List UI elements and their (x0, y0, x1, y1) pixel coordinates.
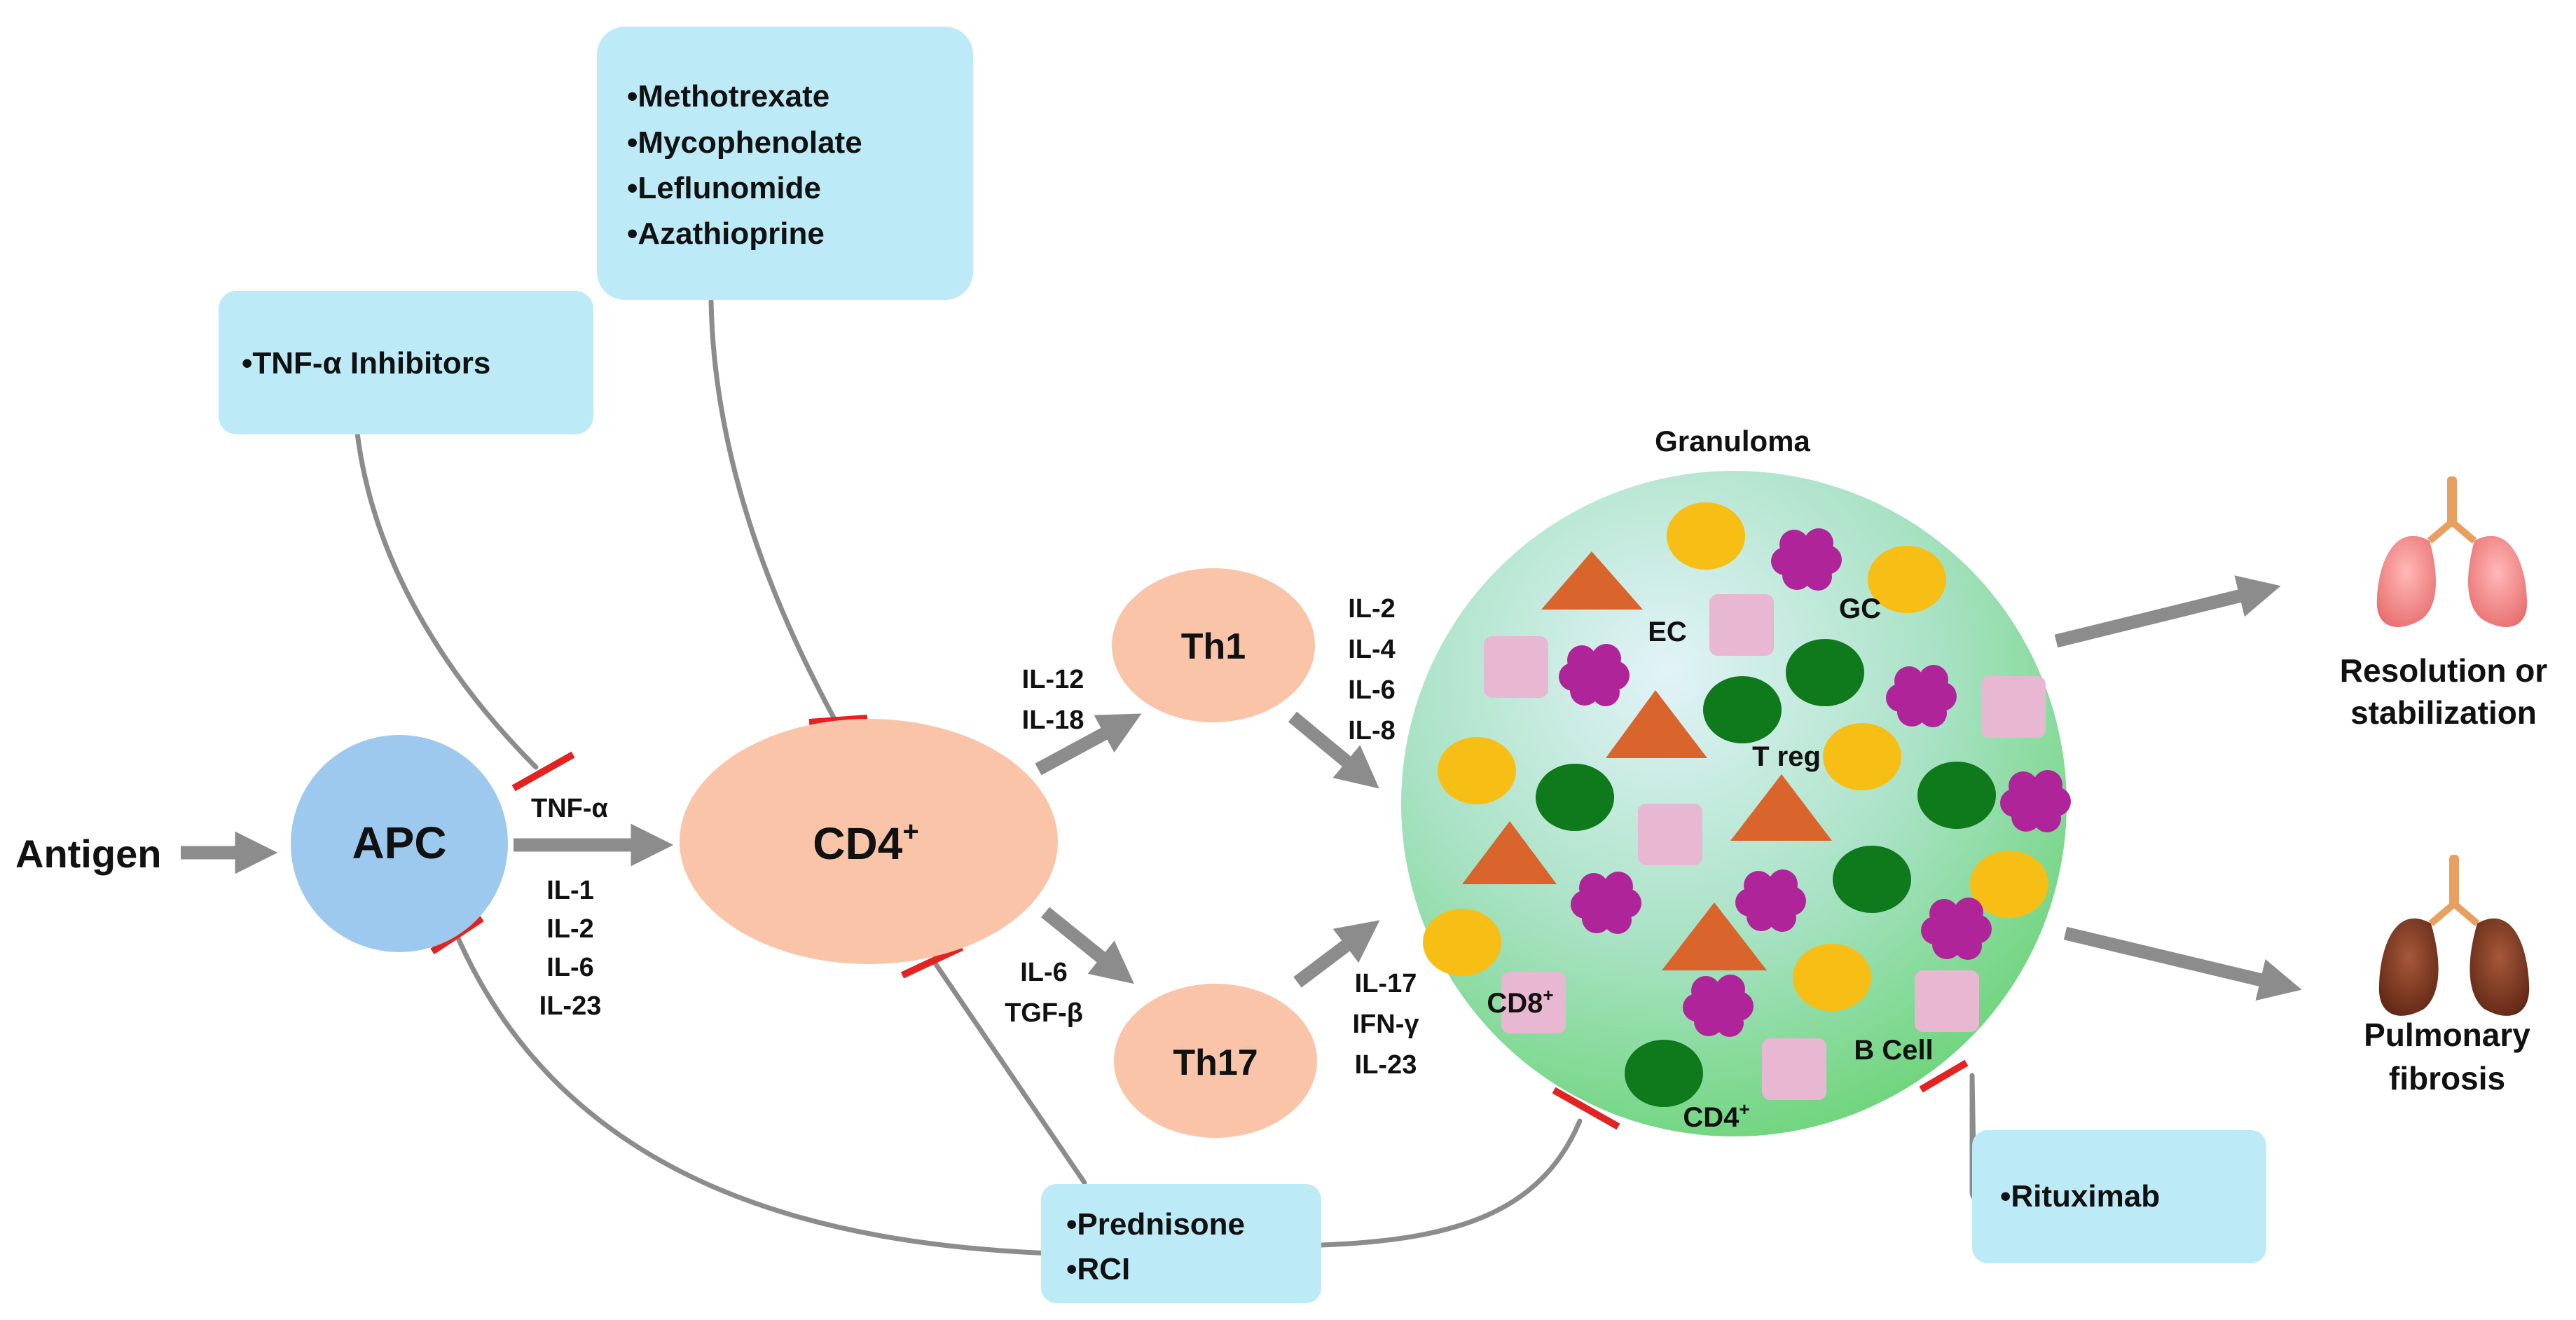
fibrosis-label-line1: Pulmonary (2364, 1017, 2530, 1053)
th1-label: Th1 (1181, 626, 1246, 667)
th17-output-il17: IL-17 (1355, 969, 1417, 998)
immunosuppressant-box: •Methotrexate •Mycophenolate •Leflunomid… (597, 27, 973, 300)
flow-arrows (181, 575, 2302, 1001)
th17-input-tgfb: TGF-β (1005, 998, 1083, 1028)
prednisone-to-apc-connector (453, 929, 1075, 1257)
drug-methotrexate: •Methotrexate (627, 79, 829, 114)
granuloma: EC GC T reg CD8+ B Cell CD4+ (1401, 471, 2071, 1136)
granuloma-title: Granuloma (1655, 425, 1810, 458)
apc-label: APC (352, 818, 446, 868)
drug-azathioprine: •Azathioprine (627, 216, 825, 251)
healthy-lungs-icon (2376, 476, 2528, 627)
fibrosis-label-line2: fibrosis (2389, 1060, 2505, 1096)
cd4-to-th1-arrow (1035, 713, 1142, 776)
granuloma-cd4-label: CD4+ (1683, 1099, 1749, 1133)
th17-label: Th17 (1173, 1043, 1258, 1083)
cd4-label: CD4+ (813, 816, 918, 869)
apc-cytokine-il6: IL-6 (546, 953, 594, 982)
th1-output-il6: IL-6 (1348, 675, 1396, 705)
drug-rci: •RCI (1066, 1252, 1130, 1286)
inhibition-bars (430, 715, 1969, 1130)
antigen-label: Antigen (15, 832, 161, 876)
treg-label: T reg (1752, 741, 1821, 772)
granuloma-to-fibrosis-arrow (2063, 926, 2302, 1001)
drug-leflunomide: •Leflunomide (627, 171, 821, 205)
prednisone-to-granuloma-connector (1318, 1118, 1583, 1248)
apc-cytokine-il1: IL-1 (546, 876, 594, 905)
ec-cells (1462, 551, 1832, 970)
gc-label: GC (1839, 593, 1881, 624)
cd4-cell: CD4+ (680, 719, 1058, 964)
granuloma-to-resolution-arrow (2054, 575, 2281, 648)
th1-to-granuloma-arrow (1288, 711, 1379, 789)
cd4-to-th17-arrow (1041, 907, 1134, 984)
prednisone-to-cd4-connector (932, 961, 1087, 1185)
apc-cytokine-il2: IL-2 (546, 914, 594, 944)
drug-rituximab: •Rituximab (2000, 1179, 2160, 1214)
apc-cytokine-il23: IL-23 (539, 991, 602, 1021)
apc-cell: APC (291, 735, 508, 952)
steroid-box: •Prednisone •RCI (1041, 1184, 1321, 1303)
th1-output-il2: IL-2 (1348, 594, 1396, 624)
cd4-inhibition-bar (900, 944, 964, 979)
th1-input-il12: IL-12 (1022, 665, 1084, 694)
immunosuppressant-inhibition-bar (808, 715, 868, 726)
th1-output-il4: IL-4 (1348, 635, 1396, 664)
fibrotic-lungs-icon (2378, 855, 2530, 1016)
immunosuppressant-connector (708, 298, 838, 723)
cytokine-labels: TNF-α IL-1 IL-2 IL-6 IL-23 IL-12 IL-18 I… (531, 594, 1419, 1080)
bcell-inhibition-bar (1919, 1059, 1969, 1093)
th1-cell: Th1 (1112, 568, 1315, 722)
th17-output-ifng: IFN-γ (1353, 1010, 1419, 1039)
tnf-connector (354, 430, 539, 770)
drug-prednisone: •Prednisone (1066, 1207, 1245, 1242)
treg-cells (1536, 639, 1996, 1107)
th17-cell: Th17 (1114, 984, 1317, 1138)
b-cells (1423, 502, 2048, 1011)
th17-to-granuloma-arrow (1293, 920, 1380, 988)
tnf-alpha-cytokine: TNF-α (531, 794, 608, 823)
cd8-label: CD8+ (1487, 984, 1553, 1019)
cd8-cells (1484, 594, 2046, 1100)
th17-output-il23: IL-23 (1355, 1050, 1417, 1080)
drug-mycophenolate: •Mycophenolate (627, 125, 862, 160)
resolution-label-line2: stabilization (2350, 694, 2537, 731)
tnf-inhibitor-box: •TNF-α Inhibitors (219, 291, 593, 434)
th1-input-il18: IL-18 (1022, 706, 1084, 735)
tnf-inhibition-bar (511, 751, 575, 792)
th1-output-il8: IL-8 (1348, 716, 1396, 745)
bcell-label: B Cell (1854, 1035, 1933, 1066)
th17-input-il6: IL-6 (1020, 958, 1068, 987)
granuloma-inhibition-bar (1552, 1087, 1620, 1130)
resolution-label-line1: Resolution or (2340, 652, 2548, 689)
tnf-inhibitor-label: •TNF-α Inhibitors (242, 346, 490, 380)
ec-label: EC (1648, 617, 1687, 647)
rituximab-box: •Rituximab (1972, 1130, 2266, 1263)
